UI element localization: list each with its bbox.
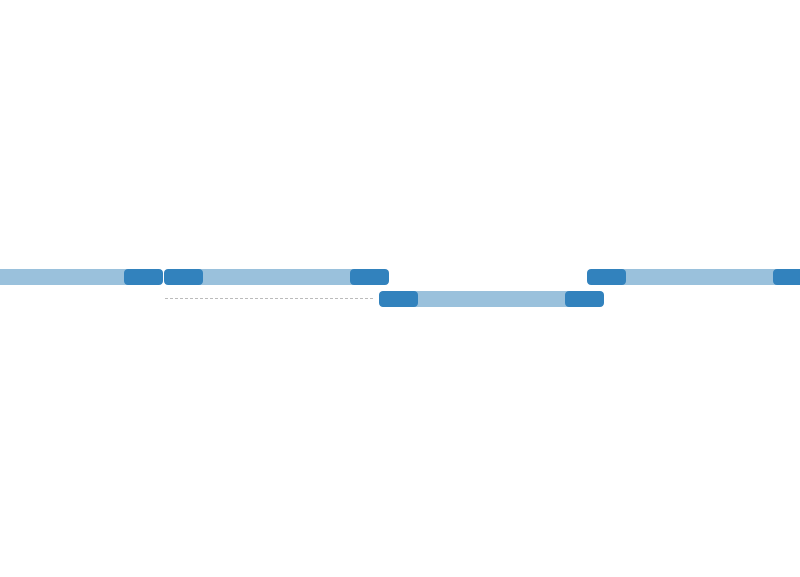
clip-start-handle[interactable]: [164, 269, 203, 285]
connector-line: [165, 298, 373, 299]
clip-bar[interactable]: [0, 269, 130, 285]
clip-start-handle[interactable]: [379, 291, 418, 307]
clip-bar[interactable]: [605, 269, 795, 285]
clip-end-handle[interactable]: [350, 269, 389, 285]
clip-start-handle[interactable]: [587, 269, 626, 285]
clip-end-handle[interactable]: [124, 269, 163, 285]
clip-end-handle[interactable]: [773, 269, 800, 285]
clip-bar[interactable]: [398, 291, 583, 307]
clip-bar[interactable]: [180, 269, 370, 285]
clip-end-handle[interactable]: [565, 291, 604, 307]
